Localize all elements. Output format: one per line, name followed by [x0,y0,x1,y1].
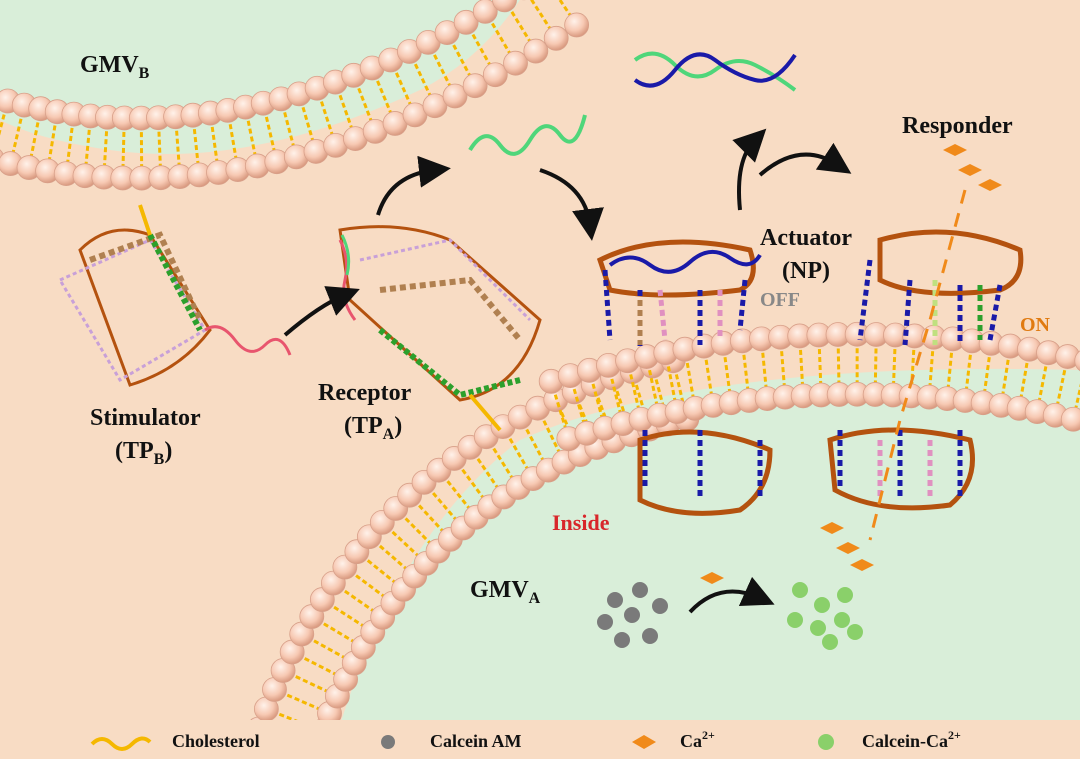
calcein-ca-dot [792,582,808,598]
calcein-am-dot [642,628,658,644]
stimulator-subtitle: (TPB) [115,438,172,468]
stimulator-tpb-prism [57,204,292,387]
legend-ca-icon [632,735,656,749]
legend-calcein-ca-icon [818,734,834,750]
calcein-ca-dot [810,620,826,636]
ca-ion [850,559,874,571]
calcein-ca-dot [822,634,838,650]
ca-ion [943,144,967,156]
legend-calcein-ca: Calcein-Ca2+ [862,728,961,751]
calcein-ca-dot [834,612,850,628]
calcein-am-dot [614,632,630,648]
green-strand [468,114,587,156]
process-arrows [283,128,852,614]
arrow-stimulator-to-receptor [283,286,360,337]
gmv-a-label: GMVA [470,577,541,607]
duplex-strand [633,51,797,92]
actuator-label: Actuator [760,225,852,251]
actuator-nanopore-off [596,239,773,516]
legend-ca: Ca2+ [680,728,715,751]
gmv-a-membrane-upper [538,321,1080,452]
calcium-ions [700,144,1002,584]
arrow-receptor-to-strand [376,155,451,216]
on-label: ON [1020,314,1051,336]
stimulator-label: Stimulator [90,405,201,431]
legend-calcein-am-icon [381,735,395,749]
inside-label: Inside [552,510,610,535]
ca-ion [820,522,844,534]
actuator-subtitle: (NP) [782,258,830,284]
calcein-am-dot [607,592,623,608]
ion-path [868,189,967,541]
arrow-actuator-to-responder [758,142,852,177]
calcein-am-dot [597,614,613,630]
arrow-calcein-reaction [688,576,775,614]
calcein-ca-cluster [787,582,863,650]
receptor-subtitle: (TPA) [344,413,402,443]
legend: Cholesterol Calcein AM Ca2+ Calcein-Ca2+ [0,720,1080,759]
legend-cholesterol: Cholesterol [172,731,260,751]
arrow-actuator-to-duplex [732,128,767,211]
legend-calcein-am: Calcein AM [430,731,522,751]
legend-cholesterol-icon [90,736,152,751]
ca-ion [700,572,724,584]
gmv-b-membrane [0,0,590,191]
off-label: OFF [760,289,800,311]
gmv-b-label: GMVB [80,52,150,82]
calcein-am-dot [632,582,648,598]
responder-label: Responder [902,113,1013,139]
gmv-a-interior [330,368,1080,759]
receptor-label: Receptor [318,380,412,406]
actuator-nanopore-on [827,229,1024,511]
calcein-ca-dot [837,587,853,603]
calcein-am-dot [652,598,668,614]
ca-ion [958,164,982,176]
calcein-am-cluster [597,582,668,648]
dna-structures [57,51,1024,541]
ca-ion [978,179,1002,191]
calcein-ca-dot [787,612,803,628]
arrow-strand-to-actuator [539,168,604,241]
calcein-ca-dot [814,597,830,613]
ca-ion [836,542,860,554]
calcein-ca-dot [847,624,863,640]
calcein-am-dot [624,607,640,623]
